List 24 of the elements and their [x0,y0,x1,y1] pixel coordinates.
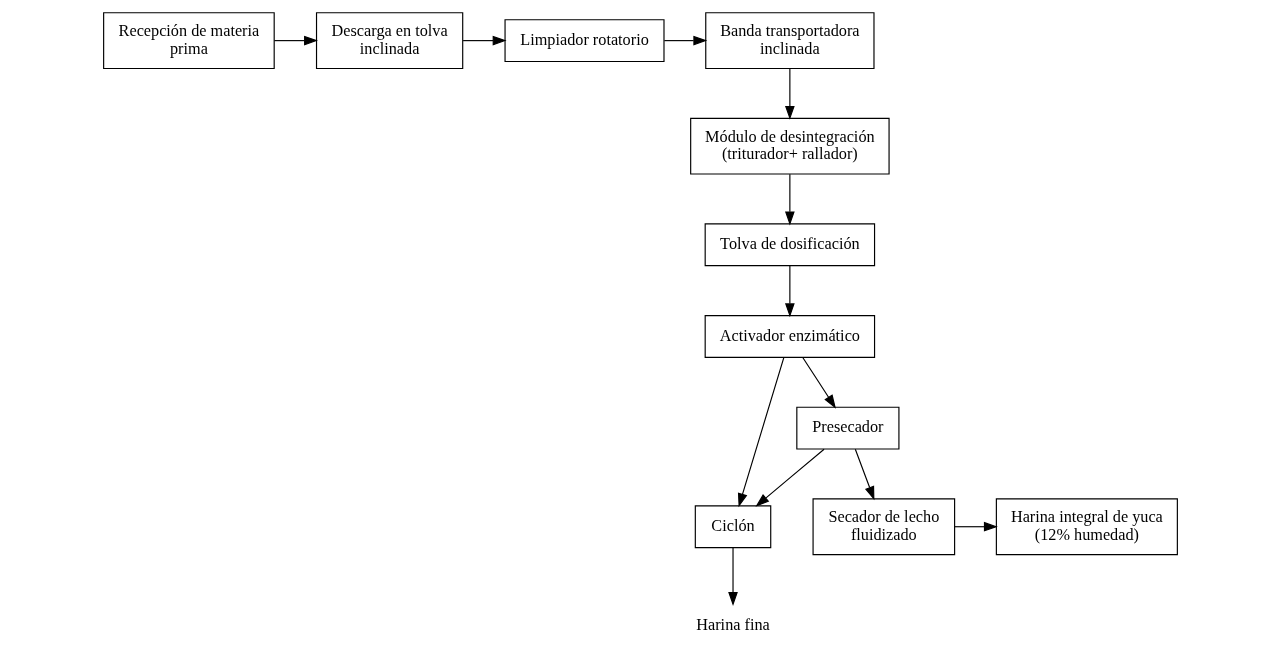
arrow [954,521,998,532]
node-text: Harina fina [696,615,770,634]
arrow [755,448,825,507]
node-box: Banda transportadora inclinada [705,12,875,70]
node-box: Activador enzimático [704,315,876,358]
arrow [737,356,785,508]
node-box: Limpiador rotatorio [504,19,665,63]
arrow [663,35,708,46]
arrow [785,173,795,226]
arrow [785,265,795,318]
node-box: Harina integral de yuca (12% humedad) [995,498,1178,556]
arrow [273,35,318,46]
node-box: Recepción de materia prima [103,12,275,70]
node-box: Descarga en tolva inclinada [315,12,464,70]
arrow [728,547,738,606]
arrow [802,356,836,409]
arrow [854,448,875,501]
arrow [462,35,507,46]
node-box: Ciclón [694,505,772,549]
node-box: Tolva de dosificación [704,223,876,267]
node-box: Módulo de desintegración (triturador+ rallador) [690,117,890,175]
node-box: Presecador [796,406,900,450]
node-box: Secador de lecho fluidizado [812,498,956,556]
arrow [785,68,795,120]
